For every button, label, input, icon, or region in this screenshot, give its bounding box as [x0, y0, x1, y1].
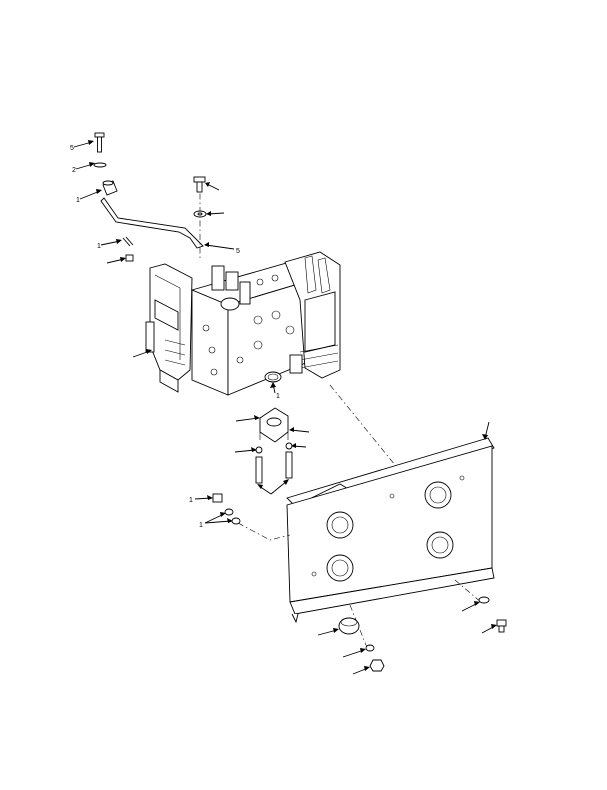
bolt-top-center	[193, 176, 206, 193]
bolt-left-plate	[212, 493, 223, 503]
callout-label: 2	[72, 167, 76, 174]
mounting-bracket-arm	[100, 197, 204, 249]
washer-left-plate-2	[231, 517, 241, 525]
bolt-top-left	[94, 132, 105, 153]
washer-top-center	[193, 210, 207, 218]
spacer-bushing	[102, 180, 118, 196]
flange-bolt-left	[255, 456, 263, 484]
washer-left-plate-1	[224, 508, 234, 516]
washer-right	[478, 596, 490, 604]
split-flange	[259, 407, 289, 443]
isolator-mount	[338, 617, 360, 635]
callout-label: 1	[97, 243, 101, 250]
callout-label: 1	[76, 197, 80, 204]
pin-left	[122, 236, 134, 247]
flange-bolt-right	[285, 451, 293, 479]
callout-label: 5	[70, 145, 74, 152]
callout-label: 1	[189, 497, 193, 504]
callout-label: 5	[236, 248, 240, 255]
washer-top-left	[93, 162, 107, 168]
washer-bottom	[365, 644, 375, 652]
callout-label: 1	[199, 522, 203, 529]
nut-left	[125, 254, 134, 262]
mounting-plate	[286, 437, 495, 624]
o-ring	[264, 371, 282, 383]
valve-block-assembly	[145, 251, 341, 396]
nut-bottom	[369, 659, 385, 672]
leader-arrows	[73, 140, 497, 675]
callout-label: 1	[276, 393, 280, 400]
bolt-right	[496, 619, 507, 633]
